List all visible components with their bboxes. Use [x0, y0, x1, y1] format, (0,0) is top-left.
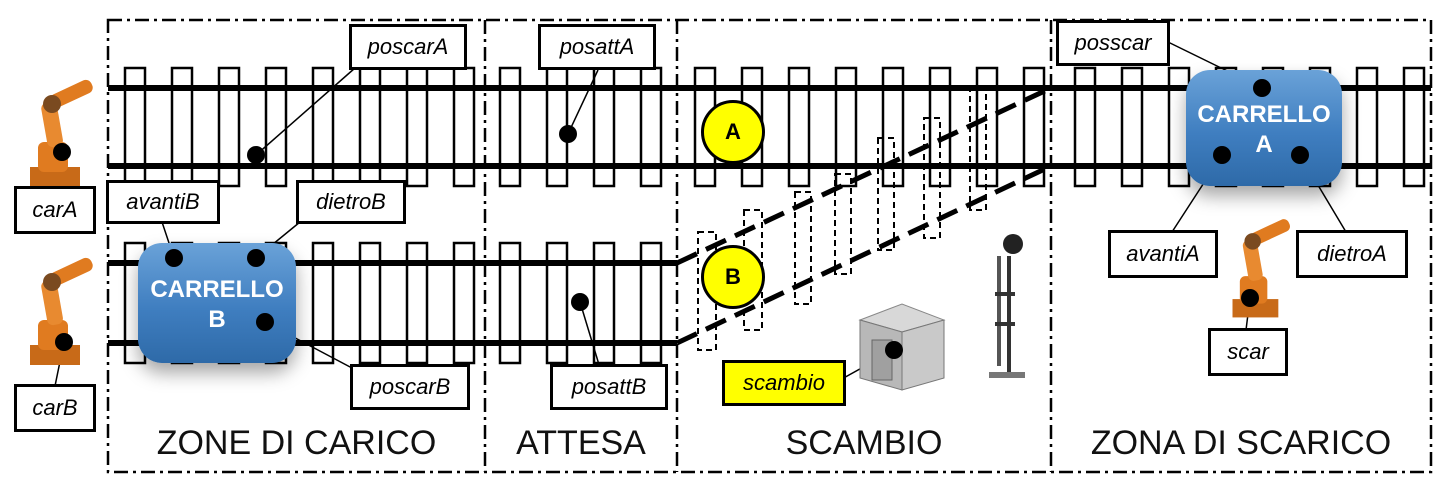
- sleeper: [639, 241, 663, 365]
- label-poscarB: poscarB: [350, 364, 470, 410]
- sleeper: [1355, 66, 1379, 188]
- switch-rails: [675, 85, 1053, 346]
- sleeper: [498, 66, 522, 188]
- signal-a: A: [701, 100, 765, 164]
- sleeper: [264, 66, 288, 188]
- sleeper: [311, 241, 335, 365]
- sleeper: [1402, 66, 1426, 188]
- railway-signal-icon: [989, 234, 1025, 378]
- zone-caption-attesa: ATTESA: [516, 424, 646, 462]
- label-carA: carA: [14, 186, 96, 234]
- zone-caption-scambio: SCAMBIO: [785, 424, 943, 462]
- label-scambio: scambio: [722, 360, 846, 406]
- sleeper: [405, 241, 429, 365]
- sleeper: [592, 241, 616, 365]
- sleeper: [217, 66, 241, 188]
- sleeper: [358, 241, 382, 365]
- label-posattA: posattA: [538, 24, 656, 70]
- cart-b-line2: B: [208, 306, 226, 333]
- cart-b-line1: CARRELLO: [150, 276, 284, 303]
- robot-carB-icon: [30, 257, 93, 365]
- signal-b: B: [701, 245, 765, 309]
- sleeper: [452, 241, 476, 365]
- cart-a: CARRELLO A: [1186, 70, 1342, 186]
- zone-borders: [106, 18, 1433, 474]
- label-posattB: posattB: [550, 364, 668, 410]
- label-dietroA: dietroA: [1296, 230, 1408, 278]
- sleeper: [1120, 66, 1144, 188]
- label-avantiB: avantiB: [106, 180, 220, 224]
- label-avantiA: avantiA: [1108, 230, 1218, 278]
- sleeper: [498, 241, 522, 365]
- zone-caption-scarico: ZONA DI SCARICO: [1090, 424, 1392, 462]
- switch-cabin-icon: [858, 303, 946, 391]
- cart-b: CARRELLO B: [138, 243, 296, 363]
- label-posscar: posscar: [1056, 20, 1170, 66]
- label-poscarA: poscarA: [349, 24, 467, 70]
- sleeper: [787, 66, 811, 188]
- zone-caption-carico: ZONE DI CARICO: [156, 424, 437, 462]
- sleeper: [1073, 66, 1097, 188]
- sleeper: [545, 241, 569, 365]
- robot-scar-icon: [1232, 219, 1290, 318]
- cart-a-line1: CARRELLO: [1197, 101, 1331, 128]
- cart-a-line2: A: [1255, 131, 1273, 158]
- label-carB: carB: [14, 384, 96, 432]
- outer-border: [106, 18, 1433, 474]
- robot-carA-icon: [30, 79, 93, 187]
- sleeper: [834, 66, 858, 188]
- label-scar: scar: [1208, 328, 1288, 376]
- label-dietroB: dietroB: [296, 180, 406, 224]
